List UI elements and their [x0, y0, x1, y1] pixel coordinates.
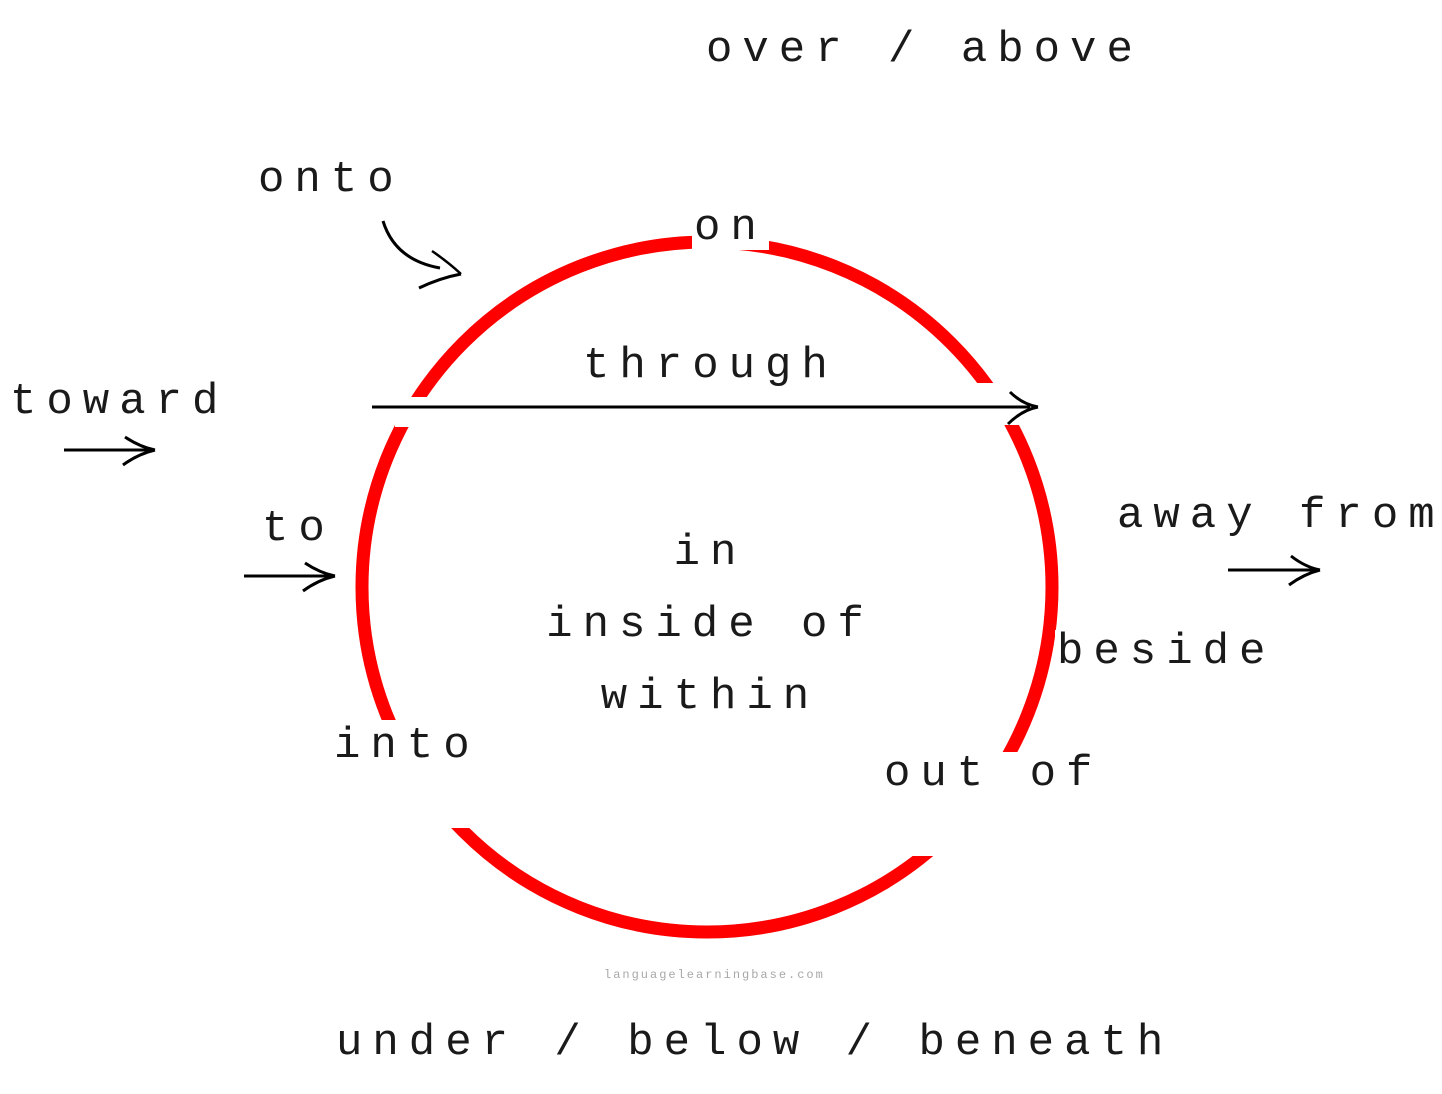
- label-in: in: [673, 528, 747, 578]
- label-out-of: out of: [884, 752, 1092, 856]
- label-onto: onto: [258, 155, 404, 205]
- through-arrow-icon: [372, 390, 1039, 426]
- label-away-from: away from: [1117, 491, 1442, 541]
- label-over-above: over / above: [706, 25, 1143, 75]
- label-within: within: [600, 672, 820, 722]
- to-arrow-icon: [244, 561, 336, 593]
- away-from-arrow-icon: [1228, 554, 1321, 587]
- label-under-below-beneath: under / below / beneath: [336, 1018, 1174, 1068]
- label-into: into: [334, 720, 480, 828]
- label-on: on: [692, 203, 769, 253]
- onto-arrow-icon: [381, 220, 462, 290]
- label-inside-of: inside of: [546, 600, 874, 650]
- label-beside: beside: [1055, 627, 1278, 677]
- label-to: to: [262, 504, 335, 554]
- watermark: languagelearningbase.com: [604, 968, 825, 982]
- label-through: through: [583, 341, 838, 391]
- toward-arrow-icon: [64, 435, 156, 467]
- label-toward: toward: [10, 377, 229, 427]
